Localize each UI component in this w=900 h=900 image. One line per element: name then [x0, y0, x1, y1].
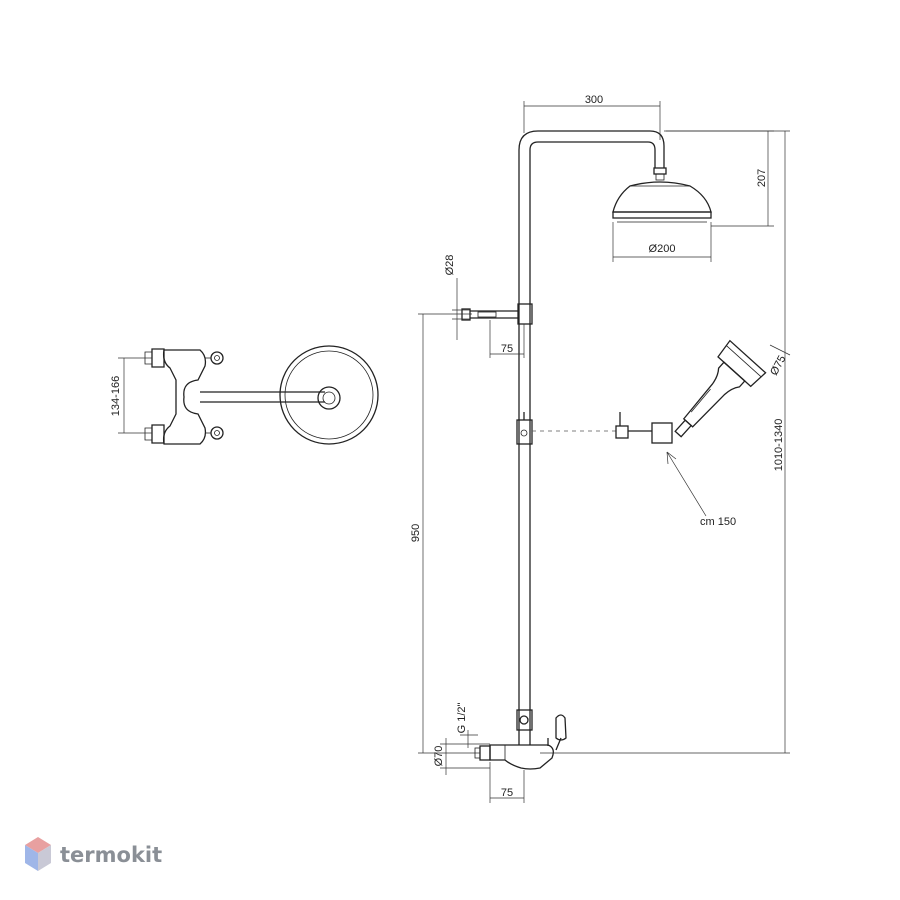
hand-shower-connector: [674, 419, 693, 438]
shower-head: [612, 181, 712, 213]
dim-arm-diameter: Ø28: [444, 255, 456, 276]
dim-mixer-height: 950: [410, 524, 422, 542]
head-connector: [653, 167, 667, 175]
dim-inlet-thread: G 1/2": [456, 703, 468, 734]
riser-lower-nut: [516, 709, 533, 731]
mixer-lever-stem: [555, 737, 562, 751]
wall-holder-plate: [615, 425, 629, 439]
dim-arm-projection: 75: [501, 343, 513, 355]
logo-cube-left: [25, 845, 38, 871]
wall-rose-inner: [284, 350, 374, 440]
mixer-body: [489, 744, 554, 770]
brand-logo: termokit: [25, 837, 162, 871]
overhead-arm-outer: [518, 130, 665, 168]
hose-leader-arrow: [666, 451, 677, 465]
hand-shower-face: [726, 345, 762, 377]
dim-head-reach: 300: [585, 94, 603, 106]
top-knob-lower-dot: [214, 430, 220, 436]
riser-lower-nut-bolt: [519, 715, 529, 725]
dim-inlet-spacing: 134-166: [110, 376, 122, 416]
mixer-inlet: [479, 745, 491, 761]
wall-rose-outer: [279, 345, 379, 445]
top-knob-upper-dot: [214, 355, 220, 361]
front-view: 300 207 Ø200 Ø28 75: [410, 94, 791, 803]
top-knob-lower: [210, 426, 224, 440]
hand-shower-handle-line: [690, 388, 711, 413]
wall-holder-cup: [651, 422, 673, 444]
dim-hose-length: cm 150: [700, 516, 736, 528]
hose-leader-line: [666, 451, 707, 517]
top-valve-lower-cap: [144, 427, 153, 441]
dim-total-height: 1010-1340: [773, 419, 785, 472]
dim-flange-diameter: Ø70: [433, 746, 445, 767]
mixer-lever: [555, 714, 567, 741]
brand-name: termokit: [60, 843, 162, 867]
dim-mixer-projection: 75: [501, 787, 513, 799]
top-view: 134-166: [110, 345, 379, 445]
hand-shower-head: [717, 339, 767, 388]
head-nut: [655, 173, 665, 181]
top-valve-lower: [151, 424, 165, 444]
rose-center-inner: [322, 391, 336, 405]
wall-bracket-clamp: [517, 303, 533, 325]
bracket-wall-plate: [461, 308, 471, 321]
top-knob-upper: [210, 351, 224, 365]
riser-holder-screw: [520, 429, 528, 437]
logo-cube-right: [38, 845, 51, 871]
top-valve-upper-cap: [144, 351, 153, 365]
dim-head-diameter: Ø200: [649, 243, 676, 255]
top-valve-upper: [151, 348, 165, 368]
rose-center-outer: [317, 386, 341, 410]
dim-hand-shower-diameter: Ø75: [768, 354, 788, 378]
mixer-inlet-thread: [474, 747, 481, 759]
hand-shower: [674, 339, 767, 438]
top-mixer-body: [162, 349, 207, 445]
bracket-screw: [477, 311, 497, 318]
dim-hand-dia-line: [769, 344, 791, 356]
dim-head-height: 207: [756, 169, 768, 187]
overhead-arm-inner: [529, 141, 656, 168]
shower-head-rim: [612, 211, 712, 219]
